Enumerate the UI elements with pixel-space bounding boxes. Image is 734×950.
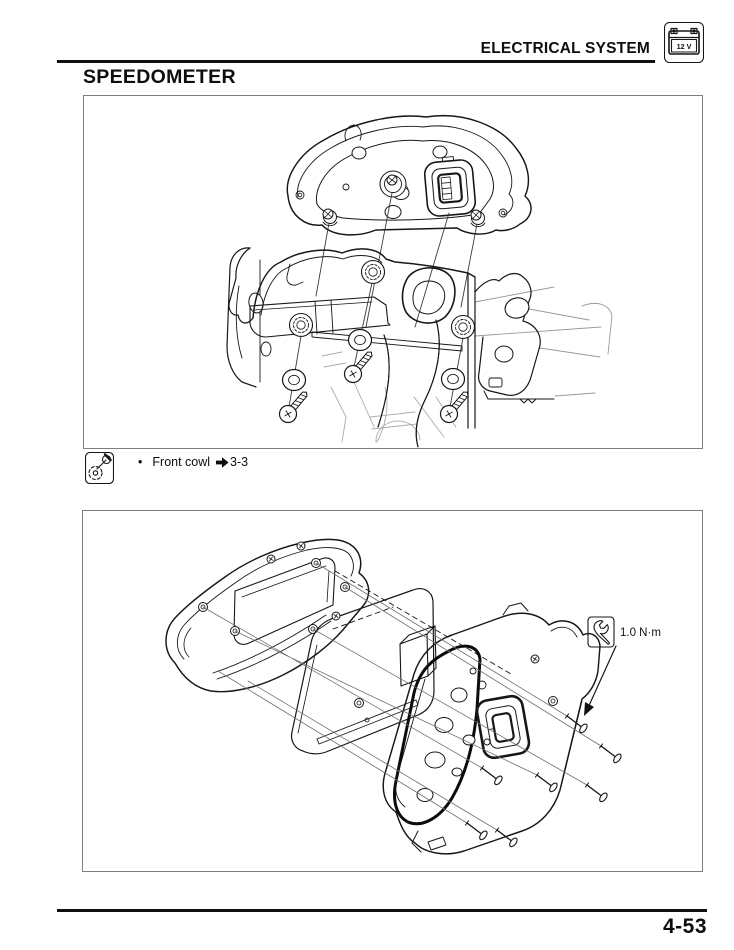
washer: [440, 367, 466, 391]
washer: [347, 328, 373, 352]
note-reference: 3-3: [230, 455, 249, 469]
meter-panel: [290, 588, 437, 755]
screw: [275, 386, 314, 427]
torx-screw: [450, 314, 476, 340]
meter-center-screw-post: [379, 170, 407, 198]
figure-speedometer-exploded-view: 1.0 N·m: [82, 510, 703, 872]
speedometer-unit-rear-view: [286, 115, 532, 328]
front-cowl-inner-view: [226, 247, 613, 448]
washer: [281, 368, 307, 392]
footer-rule: [57, 909, 707, 912]
mounting-screw: [533, 770, 560, 794]
meter-connector-socket: [423, 156, 477, 217]
torx-screw: [360, 259, 386, 285]
screw: [340, 346, 379, 387]
meter-left-screw: [322, 208, 338, 227]
torque-wrench-icon: [587, 616, 615, 648]
figure-speedometer-removal: [83, 95, 703, 449]
meter-front-case: [165, 538, 370, 693]
header-rule: [57, 60, 655, 63]
torque-value-label: 1.0 N·m: [620, 627, 661, 639]
wire-grommet: [401, 267, 456, 324]
torque-callout: 1.0 N·m: [584, 616, 661, 716]
removal-note: • Front cowl 3-3: [85, 452, 248, 484]
panel-connector-block: [399, 625, 437, 687]
torx-screw: [288, 312, 314, 338]
note-label: Front cowl: [152, 455, 211, 469]
battery-12v-icon: 12 V: [664, 22, 704, 63]
meter-rear-case: [382, 602, 601, 855]
mounting-screw: [597, 741, 624, 765]
right-mount-bracket: [474, 272, 555, 404]
note-bullet: •: [138, 455, 143, 469]
battery-voltage-label: 12 V: [677, 42, 692, 51]
gear-wrench-service-icon: [85, 452, 114, 484]
section-title: ELECTRICAL SYSTEM: [480, 40, 650, 57]
gasket-seal: [393, 644, 482, 826]
mounting-screw: [493, 825, 520, 849]
page-title: SPEEDOMETER: [83, 66, 236, 88]
wire-harness: [415, 319, 440, 448]
mounting-screw: [583, 780, 610, 804]
arrow-right-icon: [216, 457, 229, 468]
page-number: 4-53: [662, 915, 707, 938]
mounting-screw: [478, 763, 505, 787]
meter-right-screw: [470, 209, 486, 228]
